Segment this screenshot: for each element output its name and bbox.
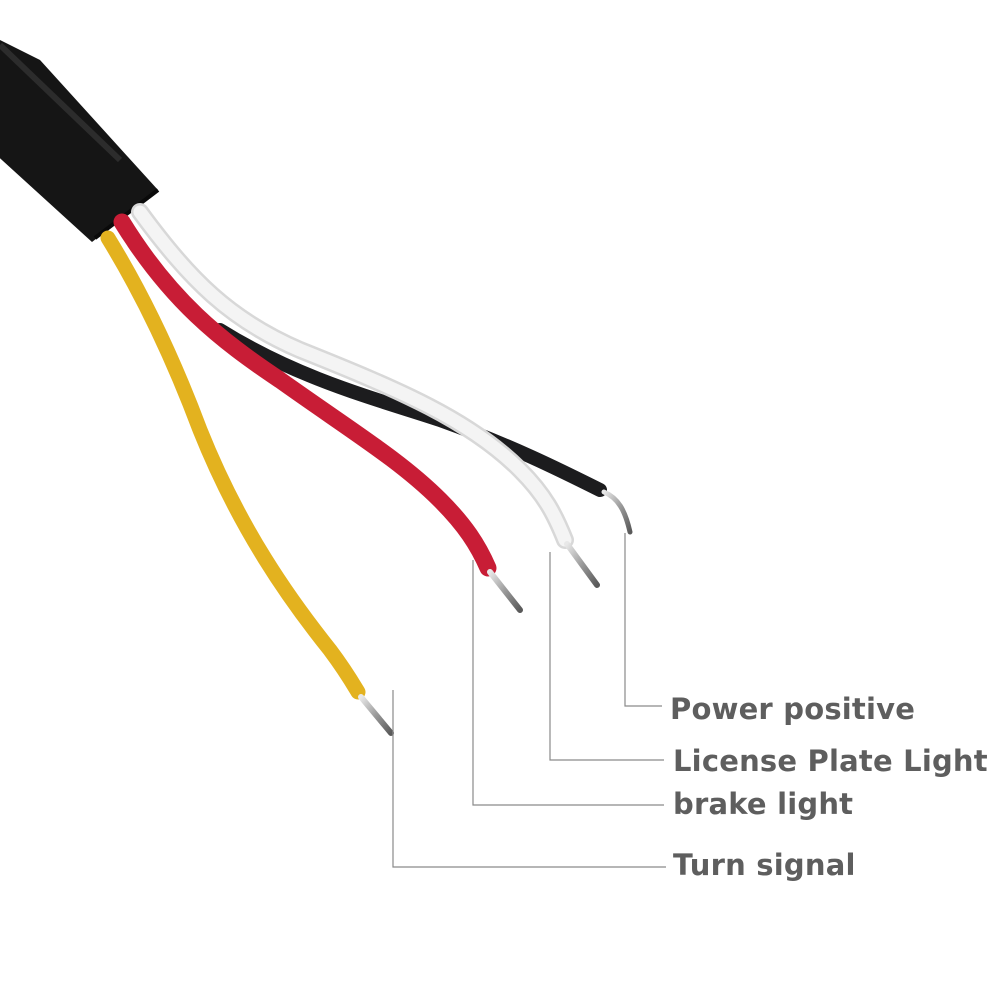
- label-turn-signal: Turn signal: [673, 848, 856, 882]
- label-license-plate-light: License Plate Light: [673, 744, 988, 778]
- label-brake-light: brake light: [673, 787, 854, 821]
- leader-license-plate-light: [549, 552, 664, 761]
- leader-brake-light: [472, 560, 664, 806]
- leader-lines: [392, 533, 666, 868]
- cable-jacket: [0, 40, 160, 242]
- red-wire: [113, 213, 523, 613]
- white-wire: [131, 203, 600, 588]
- leader-turn-signal: [392, 690, 666, 868]
- label-power-positive: Power positive: [670, 692, 916, 726]
- black-wire: [213, 323, 633, 535]
- leader-power-positive: [624, 533, 662, 707]
- yellow-wire: [100, 230, 394, 736]
